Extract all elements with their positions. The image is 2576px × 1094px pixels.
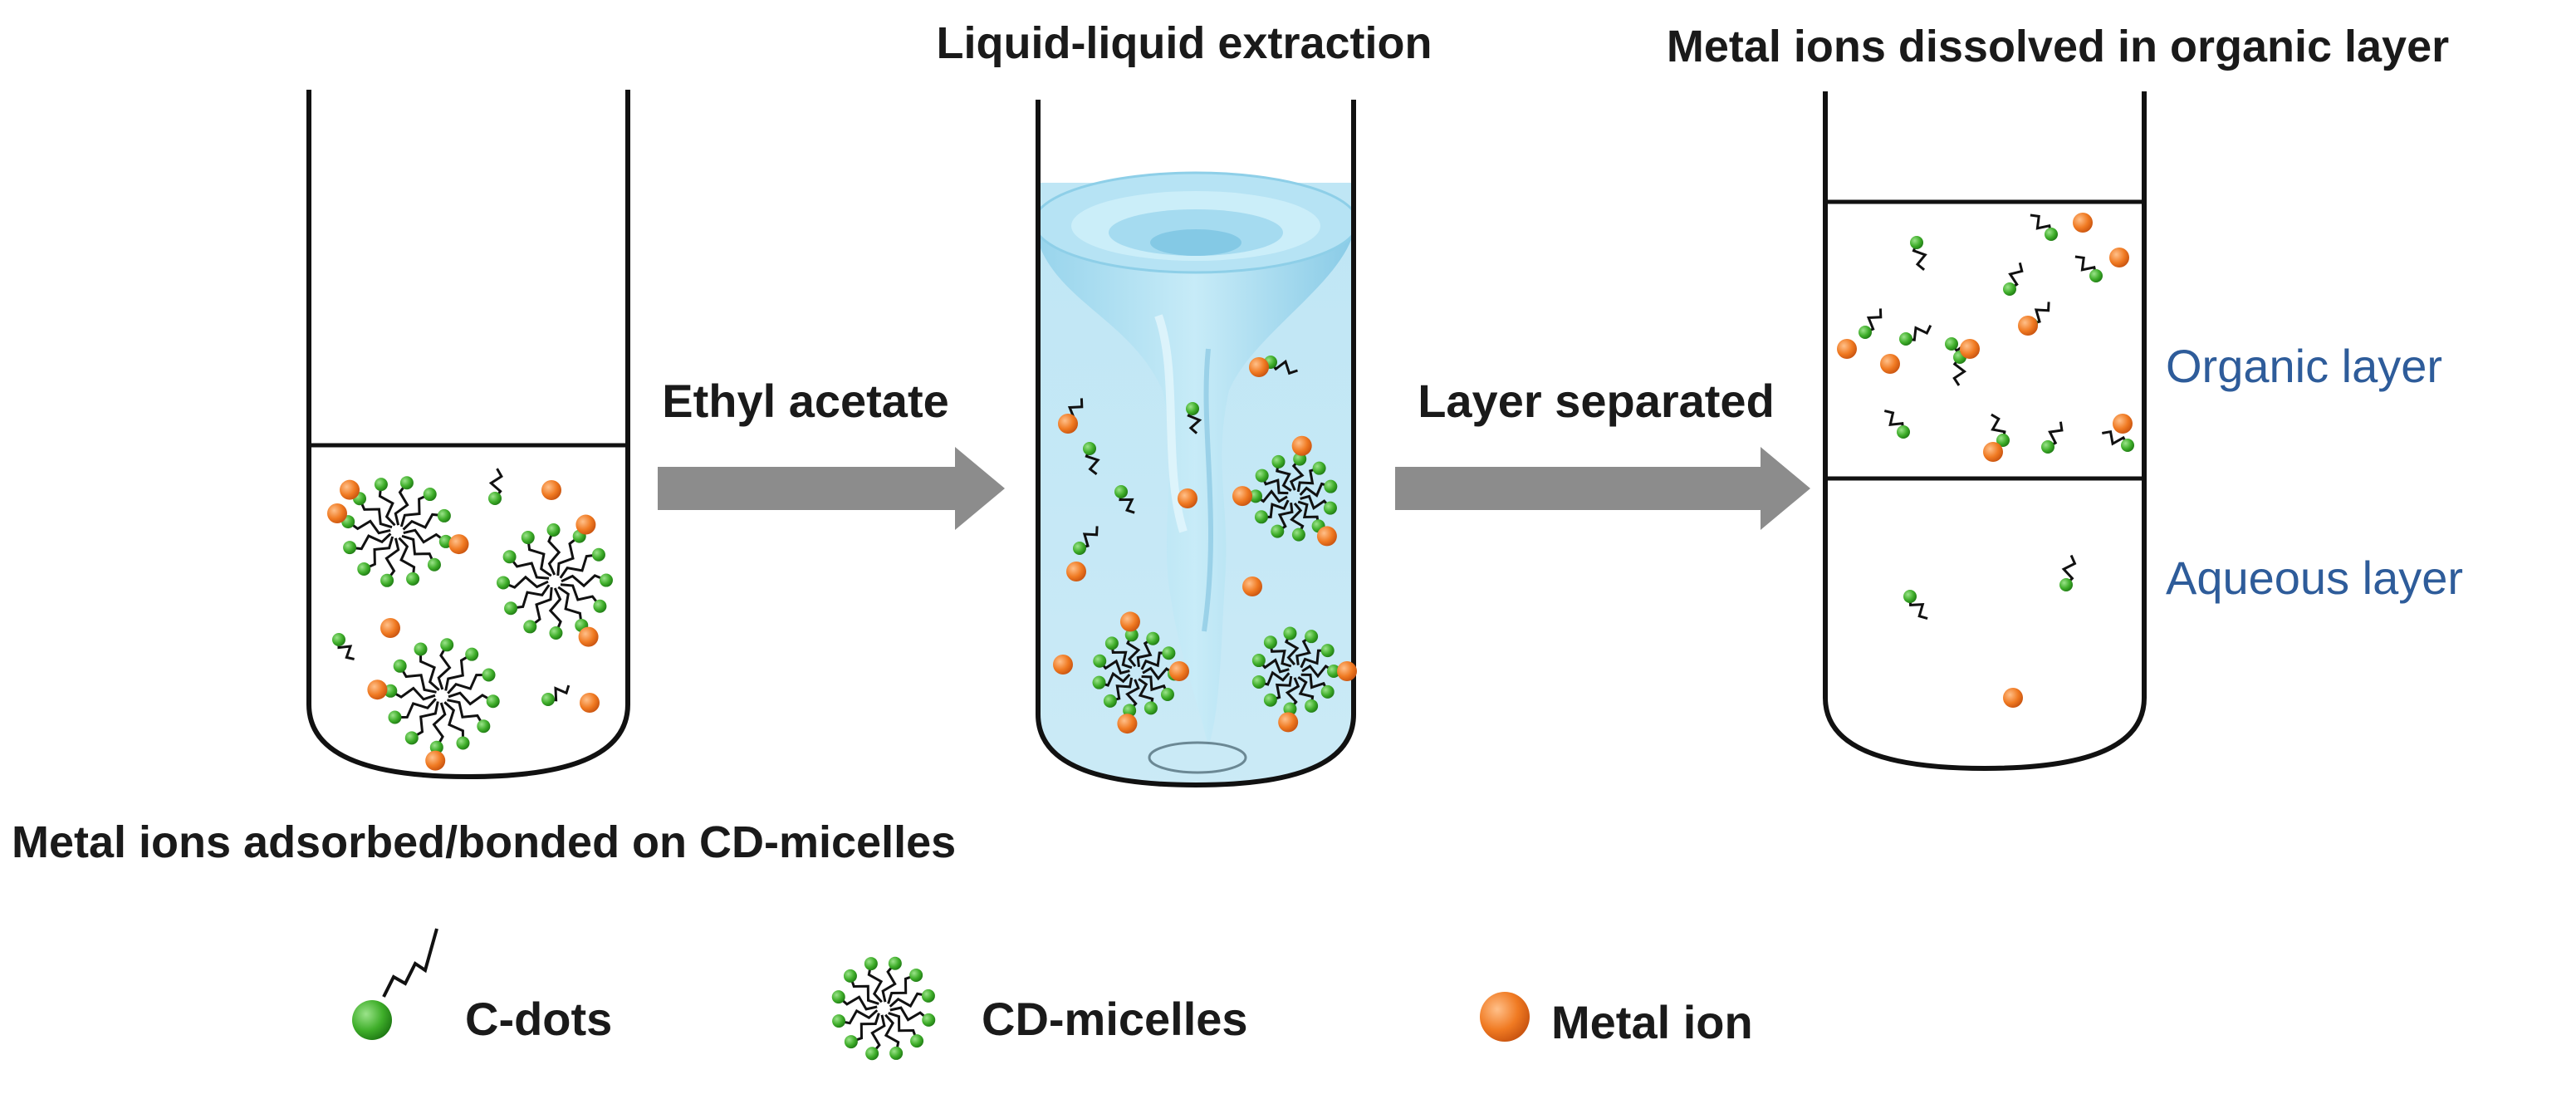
metal-ion (580, 693, 600, 713)
vortex-funnel (1038, 226, 1354, 748)
metal-ion (2073, 213, 2093, 233)
metal-ion (2003, 688, 2023, 708)
metal-ion (1316, 526, 1337, 547)
metal-ion (1337, 661, 1357, 681)
tube-3-wall (1823, 91, 2147, 772)
metal-ion (2109, 248, 2129, 267)
metal-ion (1291, 435, 1312, 456)
metal-ion (1117, 714, 1138, 734)
metal-ion (1880, 354, 1900, 374)
metal-ion (1178, 488, 1197, 508)
test-tube-2 (1036, 100, 1357, 788)
cd-micelle (497, 514, 613, 647)
aqueous-layer-label: Aqueous layer (2166, 552, 2463, 604)
metal-ion (1058, 414, 1078, 434)
c-dot (332, 633, 355, 660)
arrow-2-label: Layer separated (1418, 375, 1775, 427)
c-dot (541, 684, 571, 706)
step2-title: Liquid-liquid extraction (937, 18, 1432, 68)
metal-ion (448, 534, 469, 555)
c-dot (2059, 554, 2077, 591)
metal-ion (1242, 576, 1262, 596)
tube-2-wall (1036, 100, 1356, 788)
legend-metal-ion-symbol (1480, 992, 1530, 1042)
c-dot (2030, 213, 2058, 241)
c-dot (2102, 429, 2134, 452)
legend-cdot-symbol (352, 928, 438, 1040)
arrow-2-shape (1395, 447, 1810, 530)
metal-ion (1983, 442, 2003, 462)
c-dot (1859, 308, 1883, 339)
cd-micelle (1251, 626, 1357, 733)
metal-ion (1119, 611, 1140, 632)
c-dot (1083, 442, 1100, 475)
legend-cdots-label: C-dots (465, 993, 612, 1045)
metal-ion (1249, 357, 1269, 377)
arrow-2: Layer separated (1395, 375, 1810, 530)
legend-metal-ion-label: Metal ion (1551, 996, 1753, 1048)
metal-ion (1837, 339, 1857, 359)
metal-ion (1960, 339, 1980, 359)
metal-ion (2018, 316, 2038, 336)
c-dot (2074, 255, 2103, 282)
metal-ion (327, 503, 347, 523)
arrow-1-label: Ethyl acetate (662, 375, 949, 427)
c-dot (1883, 410, 1910, 439)
vortex-bottom (1148, 741, 1247, 774)
c-dot (488, 468, 503, 505)
c-dot (1114, 485, 1135, 514)
metal-ion (578, 626, 599, 647)
metal-ion (541, 480, 561, 500)
test-tube-1 (306, 90, 630, 780)
step3-title: Metal ions dissolved in organic layer (1667, 22, 2449, 71)
test-tube-3 (1823, 91, 2147, 772)
metal-ion (575, 514, 596, 535)
metal-ion (380, 618, 400, 638)
metal-ion (1169, 661, 1189, 681)
c-dot (1186, 402, 1202, 434)
c-dot (1910, 236, 1927, 271)
cd-micelle (367, 638, 500, 771)
c-dot (1903, 590, 1928, 621)
metal-ion (1278, 712, 1299, 733)
tube-1-wall (306, 90, 630, 780)
metal-ion (1066, 562, 1086, 581)
c-dot (2003, 262, 2024, 296)
metal-ion (1053, 655, 1073, 675)
c-dot (2041, 421, 2064, 454)
cd-micelle (1092, 611, 1181, 734)
legend: C-dots CD-micelles Metal ion (352, 928, 1753, 1061)
cd-micelle (831, 956, 936, 1061)
c-dot (1991, 413, 2010, 447)
legend-cd-micelles-label: CD-micelles (982, 993, 1248, 1045)
arrow-1: Ethyl acetate (658, 375, 1005, 530)
legend-cd-micelle-symbol (831, 956, 936, 1061)
metal-ion (2113, 414, 2133, 434)
cd-micelle (1232, 435, 1338, 547)
organic-layer-label: Organic layer (2166, 340, 2442, 392)
metal-ion (1232, 486, 1253, 507)
metal-ion (340, 479, 360, 500)
c-dot (1073, 526, 1099, 555)
metal-ion (425, 750, 446, 771)
arrow-1-shape (658, 447, 1005, 530)
cd-micelle (340, 476, 469, 587)
step1-caption: Metal ions adsorbed/bonded on CD-micelle… (12, 817, 956, 867)
c-dot (1899, 325, 1932, 346)
metal-ion (367, 679, 388, 700)
